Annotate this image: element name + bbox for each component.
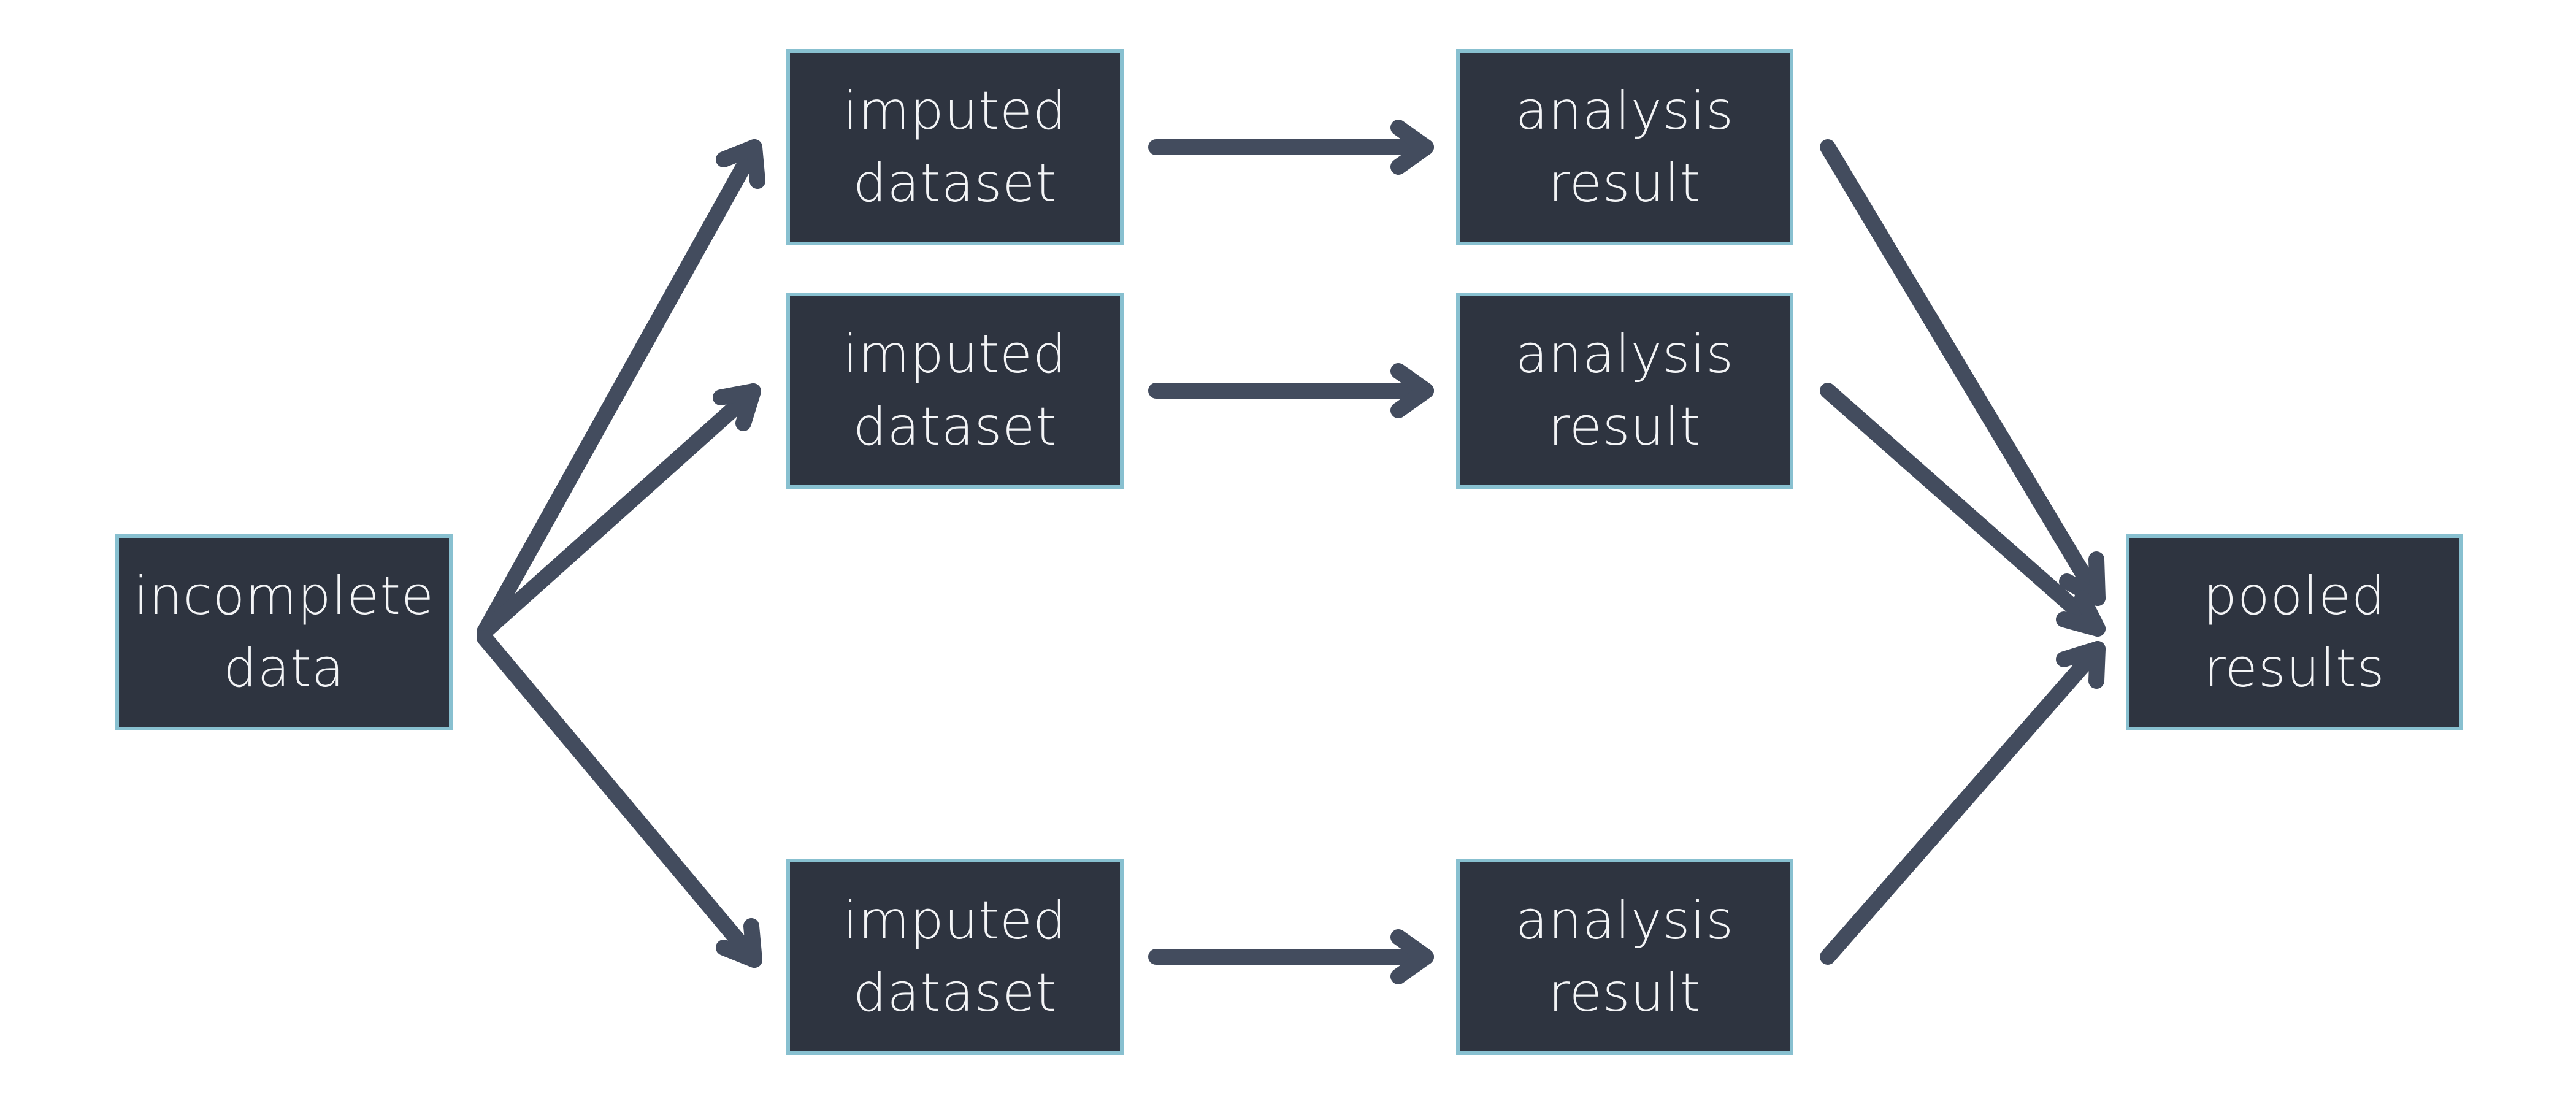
node-label: analysis result [1515, 324, 1735, 458]
arrow-incomplete-to-imputed-1 [477, 139, 765, 640]
node-analysis-result-2: analysis result [1456, 293, 1793, 489]
arrow-imputed-2-to-analysis-2 [1148, 363, 1434, 418]
node-imputed-dataset-1: imputed dataset [786, 49, 1124, 245]
arrow-imputed-3-to-analysis-3 [1148, 929, 1434, 984]
arrow-incomplete-to-imputed-3 [477, 630, 762, 968]
node-label: imputed dataset [843, 324, 1067, 458]
arrow-analysis-3-to-pooled [1820, 641, 2106, 965]
node-label: analysis result [1515, 80, 1735, 214]
node-analysis-result-3: analysis result [1456, 859, 1793, 1055]
node-pooled-results: pooled results [2126, 534, 2463, 730]
node-label: pooled results [2203, 565, 2386, 699]
arrow-imputed-1-to-analysis-1 [1148, 120, 1434, 175]
node-imputed-dataset-2: imputed dataset [786, 293, 1124, 489]
node-label: imputed dataset [843, 890, 1067, 1024]
node-incomplete-data: incomplete data [115, 534, 453, 730]
node-imputed-dataset-3: imputed dataset [786, 859, 1124, 1055]
node-label: analysis result [1515, 890, 1735, 1024]
node-label: incomplete data [133, 565, 435, 699]
node-analysis-result-1: analysis result [1456, 49, 1793, 245]
arrow-analysis-2-to-pooled [1820, 383, 2106, 637]
node-label: imputed dataset [843, 80, 1067, 214]
arrow-analysis-1-to-pooled [1820, 139, 2106, 606]
arrow-incomplete-to-imputed-2 [477, 383, 761, 640]
